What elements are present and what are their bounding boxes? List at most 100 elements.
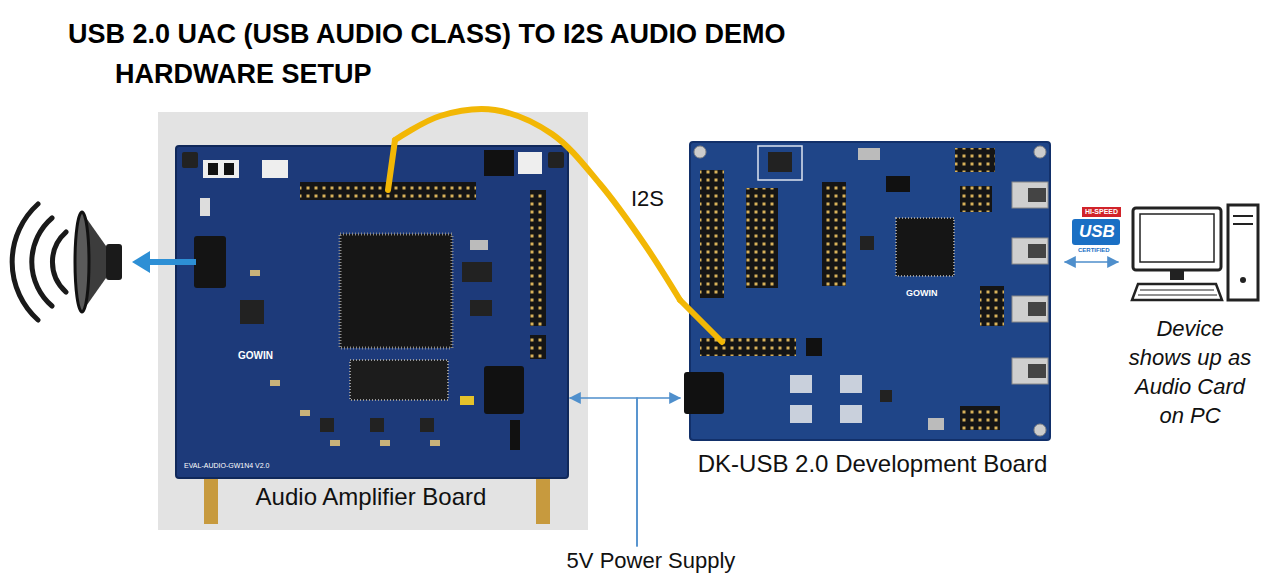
- capacitor: [300, 410, 310, 416]
- power-jack: [484, 366, 524, 414]
- regulator: [370, 418, 384, 432]
- silkscreen-logo: GOWIN: [238, 350, 273, 362]
- pin-header: [700, 338, 796, 356]
- i2s-cable: [395, 109, 680, 300]
- push-button: [200, 198, 210, 216]
- switch-block: [484, 150, 514, 176]
- usb-port: [1028, 302, 1046, 316]
- usb-connector: [1012, 358, 1048, 384]
- capacitor: [380, 440, 390, 446]
- photo-backdrop: [158, 112, 588, 530]
- board-label: DK-USB 2.0 Development Board: [698, 449, 1048, 478]
- mount-hole: [1034, 424, 1046, 436]
- usb-link: [1065, 261, 1118, 263]
- pin-header: [955, 148, 995, 172]
- usb-dev-board: [680, 142, 1050, 440]
- micro-usb: [858, 148, 880, 160]
- drive-bay: [1233, 215, 1253, 217]
- regulator: [840, 405, 862, 423]
- drive-bay: [1233, 223, 1253, 225]
- tantalum-cap: [460, 396, 474, 405]
- power-line: [637, 398, 680, 546]
- keyboard: [1132, 284, 1222, 300]
- usb-connector: [1012, 182, 1048, 208]
- pin-header: [700, 170, 724, 298]
- regulator: [320, 418, 334, 432]
- usb-logo-text: USB: [1079, 221, 1115, 243]
- ic: [880, 390, 892, 402]
- switch-block: [518, 152, 542, 174]
- nut: [182, 152, 198, 168]
- pin-header: [822, 182, 846, 286]
- memory-chip: [350, 360, 448, 400]
- speaker-rim: [75, 212, 89, 312]
- tower: [1228, 205, 1258, 300]
- regulator: [790, 375, 812, 393]
- capacitor: [270, 380, 280, 386]
- pin-header: [530, 190, 546, 326]
- board-label: Audio Amplifier Board: [256, 482, 487, 511]
- arrow-head: [132, 251, 150, 273]
- fpga-chip: [896, 218, 954, 276]
- pcb: [176, 146, 568, 478]
- capacitor: [430, 440, 440, 446]
- speaker-icon: [12, 204, 122, 320]
- i2s-cable-end: [388, 140, 395, 190]
- nut: [548, 152, 564, 168]
- device-note: Device shows up as Audio Card on PC: [1125, 314, 1255, 430]
- power-button: [1240, 277, 1246, 283]
- board-photo: Audio Amplifier Board: [172, 140, 570, 515]
- usb-logo-box: [1072, 219, 1120, 245]
- ic: [462, 262, 492, 282]
- usb-connector: [1012, 296, 1048, 322]
- ic: [768, 152, 792, 172]
- silkscreen-outline: [758, 146, 802, 180]
- ic: [470, 300, 492, 316]
- usb-port: [1028, 244, 1046, 258]
- output-arrow: [132, 251, 196, 273]
- pcb: [690, 142, 1050, 440]
- pc-device: Device shows up as Audio Card on PC: [1118, 200, 1262, 434]
- i2s-cable-end: [680, 300, 722, 342]
- usb-logo-text: CERTIFIED: [1078, 246, 1110, 254]
- power-label: 5V Power Supply: [567, 548, 736, 574]
- usb-logo-tag: HI-SPEED: [1082, 207, 1121, 217]
- crystal: [470, 240, 488, 250]
- power-source: 5V Power Supply: [556, 546, 746, 578]
- speaker-magnet: [106, 244, 122, 280]
- jumper: [806, 338, 822, 356]
- switch: [262, 160, 288, 178]
- usb-connector: [1012, 238, 1048, 264]
- sound-wave: [52, 232, 66, 292]
- board-photo: DK-USB 2.0 Development Board: [680, 140, 1065, 480]
- capacitor: [250, 270, 260, 276]
- sound-wave: [32, 218, 52, 306]
- pin-header: [960, 186, 992, 212]
- jumper: [886, 176, 910, 192]
- amplifier-board: [176, 140, 568, 524]
- pin-header: [960, 406, 1000, 430]
- silkscreen-logo: GOWIN: [906, 288, 938, 299]
- regulator: [420, 418, 434, 432]
- ic: [240, 300, 264, 324]
- switch-lever: [208, 163, 218, 175]
- arrow-shaft: [148, 259, 196, 265]
- pin-header: [530, 335, 546, 359]
- mount-hole: [694, 146, 706, 158]
- keyboard-keys: [1140, 290, 1214, 291]
- silkscreen-text: EVAL-AUDIO-GW1N4 V2.0: [184, 462, 269, 470]
- usb-port: [1028, 188, 1046, 202]
- ic: [860, 236, 874, 250]
- monitor: [1133, 208, 1221, 270]
- keyboard-keys: [1138, 295, 1217, 296]
- diagram-title: USB 2.0 UAC (USB AUDIO CLASS) TO I2S AUD…: [68, 14, 938, 94]
- capacitor: [330, 440, 340, 446]
- fpga-chip: [340, 234, 452, 348]
- signal-label: I2S: [628, 186, 667, 212]
- switch-lever: [224, 163, 234, 175]
- mount-hole: [1034, 146, 1046, 158]
- pin-header: [980, 286, 1004, 326]
- power-jack: [684, 372, 724, 414]
- sound-wave: [12, 204, 38, 320]
- pin-header: [746, 188, 778, 288]
